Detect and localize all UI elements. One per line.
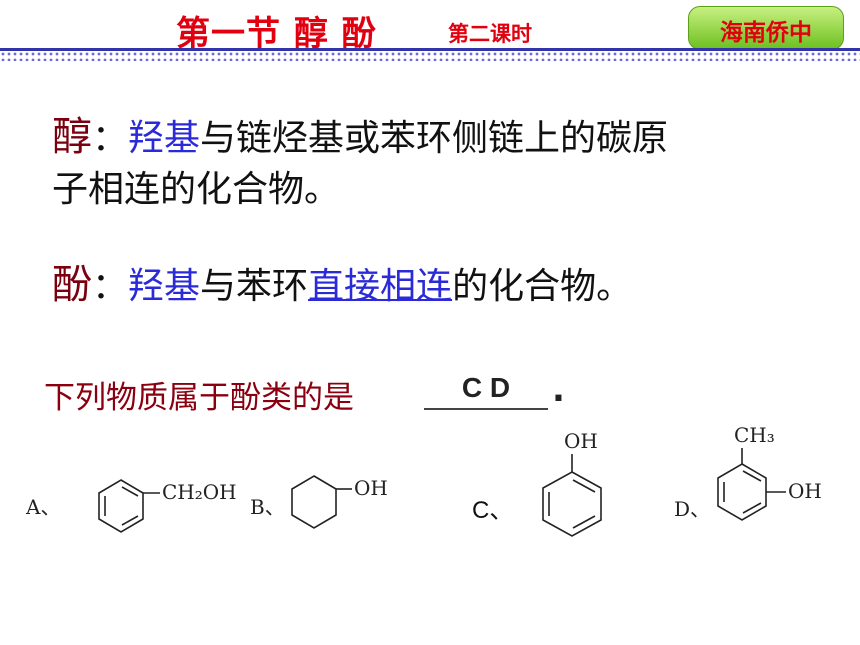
option-a-group: CH₂OH bbox=[162, 480, 237, 504]
alcohol-text-2: 子相连的化合物。 bbox=[52, 169, 341, 210]
header-rule bbox=[0, 48, 860, 51]
option-d-structure: D、 CH₃ OH bbox=[674, 423, 822, 521]
alcohol-text-1: 与链烃基或苯环侧链上的碳原 bbox=[200, 118, 669, 159]
phenol-term: 酚 bbox=[52, 262, 92, 308]
phenol-text-b: 的化合物。 bbox=[452, 266, 633, 307]
benzene-ring bbox=[717, 463, 767, 521]
lesson-subtitle: 第二课时 bbox=[448, 22, 532, 46]
alcohol-term: 醇 bbox=[52, 114, 92, 160]
option-b-structure: B、 OH bbox=[250, 475, 388, 529]
option-c-label: C、 bbox=[472, 497, 513, 524]
header: 第一节 醇 酚 第二课时 海南侨中 bbox=[0, 0, 860, 61]
option-b-label: B、 bbox=[250, 495, 285, 519]
option-d-label: D、 bbox=[674, 497, 710, 521]
benzene-ring bbox=[542, 471, 602, 537]
question-period: . bbox=[552, 370, 565, 410]
option-a-structure: A、 CH₂OH bbox=[25, 479, 237, 533]
alcohol-colon: ： bbox=[92, 118, 129, 159]
answer-blank: C D bbox=[424, 372, 548, 410]
option-c-structure: C、 OH bbox=[472, 429, 602, 537]
phenol-emphasis: 直接相连 bbox=[308, 266, 453, 307]
school-badge-label: 海南侨中 bbox=[720, 20, 812, 46]
phenol-text-a: 与苯环 bbox=[200, 266, 309, 307]
phenol-keyword: 羟基 bbox=[128, 266, 201, 307]
alcohol-keyword: 羟基 bbox=[128, 118, 201, 159]
option-b-group: OH bbox=[354, 476, 388, 500]
phenol-definition: 酚：羟基与苯环直接相连的化合物。 bbox=[52, 252, 632, 310]
alcohol-definition-line1: 醇：羟基与链烃基或苯环侧链上的碳原 bbox=[52, 104, 668, 162]
page-title: 第一节 醇 酚 bbox=[176, 14, 377, 54]
option-c-group: OH bbox=[564, 429, 598, 453]
cyclohexane-ring bbox=[291, 475, 337, 529]
school-badge: 海南侨中 bbox=[688, 6, 844, 50]
alcohol-definition-line2: 子相连的化合物。 bbox=[52, 160, 340, 212]
question-text: 下列物质属于酚类的是 bbox=[44, 380, 354, 416]
option-d-hydroxyl: OH bbox=[788, 479, 822, 503]
option-a-label: A、 bbox=[25, 495, 60, 519]
option-d-methyl: CH₃ bbox=[734, 423, 775, 447]
phenol-colon: ： bbox=[92, 266, 129, 307]
header-dotted-border bbox=[0, 51, 860, 61]
